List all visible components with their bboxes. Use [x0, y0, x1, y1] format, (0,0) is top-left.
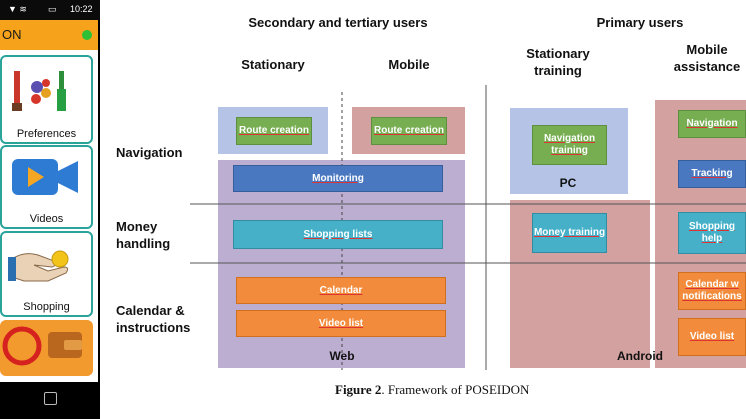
- platform-pc: PC: [559, 176, 577, 190]
- videos-label: Videos: [29, 213, 64, 225]
- platform-web: Web: [329, 349, 355, 363]
- row-label-money: Money handling: [116, 219, 171, 251]
- caption-figure-number: Figure 2: [335, 382, 382, 397]
- status-indicator-icon: [82, 30, 92, 40]
- shopping-label: Shopping: [23, 301, 70, 313]
- row-label-navigation: Navigation: [116, 145, 183, 160]
- header-stationary-training: Stationary training: [526, 46, 590, 78]
- preferences-tile[interactable]: Preferences: [0, 55, 93, 144]
- route-creation-box-mobile: Route creation: [371, 117, 447, 145]
- navigation-box-mobile: Navigation: [678, 110, 746, 138]
- overview-button-icon[interactable]: [44, 392, 57, 405]
- header-primary: Primary users: [596, 15, 684, 30]
- row-label-calendar: Calendar & instructions: [116, 303, 191, 335]
- navigation-bar: [0, 382, 100, 419]
- monitoring-box: Monitoring: [233, 165, 443, 192]
- calendar-box: Calendar: [236, 277, 446, 304]
- header-stationary: Stationary: [241, 57, 305, 72]
- preferences-icon: [12, 71, 66, 111]
- money-training-box: Money training: [532, 213, 607, 253]
- signal-icon: ▼ ≋: [8, 4, 27, 14]
- status-time: 10:22: [70, 4, 93, 14]
- figure-caption: Figure 2. Framework of POSEIDON: [335, 382, 595, 398]
- money-tile[interactable]: [0, 320, 93, 376]
- app-bar: ON: [0, 20, 98, 50]
- tracking-box: Tracking: [678, 160, 746, 188]
- header-secondary-tertiary: Secondary and tertiary users: [248, 15, 428, 30]
- preferences-label: Preferences: [16, 128, 77, 140]
- header-mobile: Mobile: [388, 57, 430, 72]
- wallet-icon: [2, 326, 82, 366]
- video-list-box-mobile: Video list: [678, 318, 746, 356]
- app-title: ON: [2, 27, 22, 42]
- navigation-training-box: Navigation training: [532, 125, 607, 165]
- videos-tile[interactable]: Videos: [0, 145, 93, 229]
- shopping-help-box: Shopping help: [678, 212, 746, 254]
- header-mobile-assistance: Mobile assistance: [673, 42, 741, 74]
- shopping-lists-box: Shopping lists: [233, 220, 443, 249]
- platform-android: Android: [617, 349, 663, 363]
- video-list-box: Video list: [236, 310, 446, 337]
- shopping-hand-icon: [8, 250, 69, 282]
- battery-icon: ▭: [48, 4, 57, 14]
- route-creation-box-stationary: Route creation: [236, 117, 312, 145]
- phone-screen: Preferences Videos Shopping: [0, 50, 98, 382]
- shopping-tile[interactable]: Shopping: [0, 231, 93, 317]
- status-bar: ▼ ≋ ▭ 10:22: [0, 0, 100, 20]
- calendar-notifications-box: Calendar w notifications: [678, 272, 746, 310]
- video-camera-icon: [12, 159, 78, 195]
- caption-text: . Framework of POSEIDON: [381, 382, 530, 397]
